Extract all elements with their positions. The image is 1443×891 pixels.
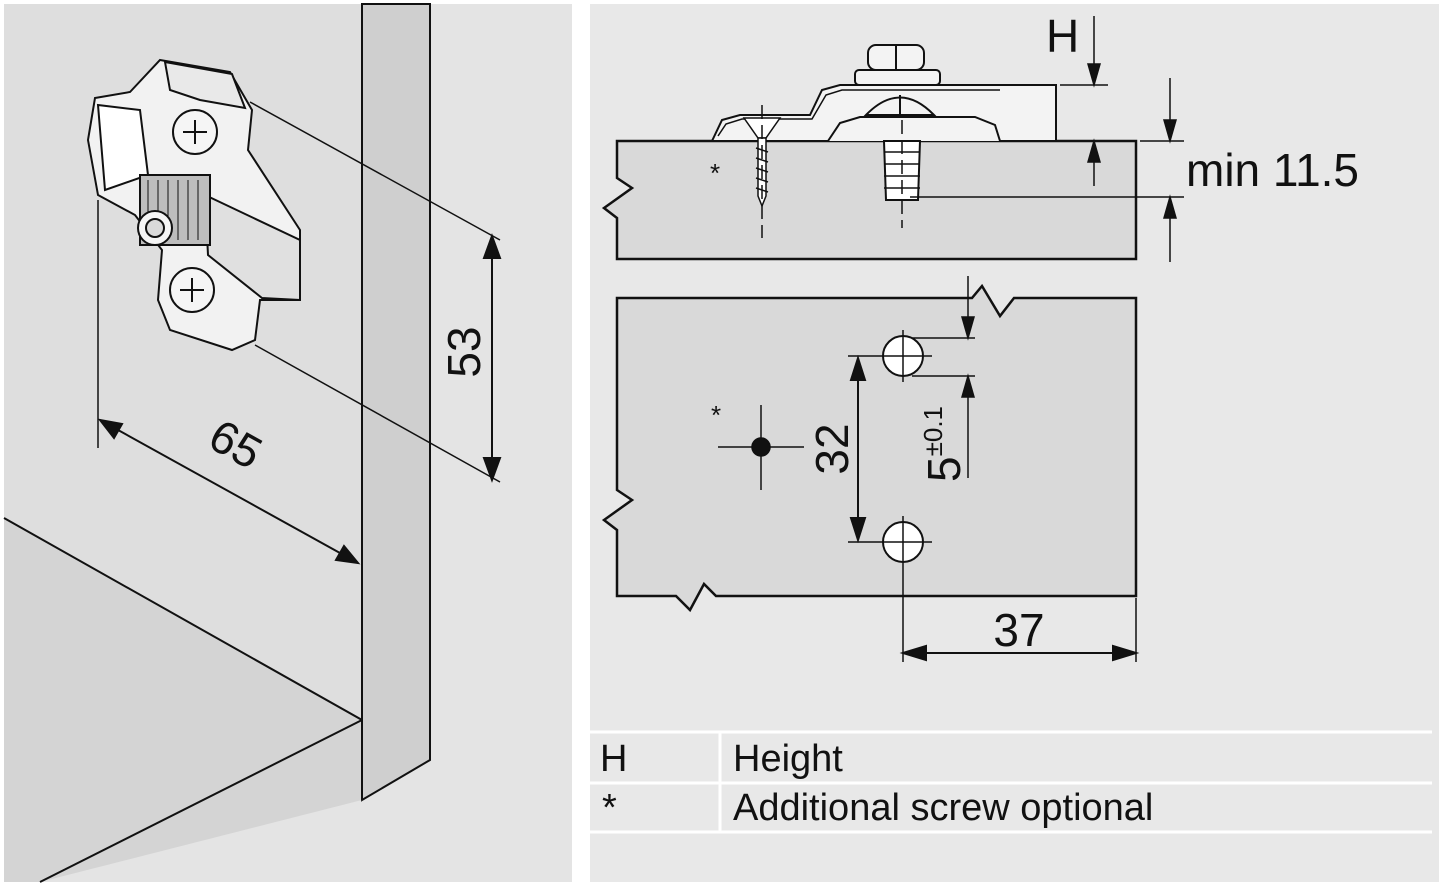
legend-row-2-description: Additional screw optional <box>733 787 1153 829</box>
legend-table: H Height * Additional screw optional <box>590 730 1432 882</box>
dim-37-arrow-left <box>899 644 927 662</box>
dimension-5 <box>912 276 975 478</box>
dim-37-arrow-right <box>1112 644 1140 662</box>
dim-65-arrow-left <box>97 418 124 440</box>
cabinet-side-wall <box>4 4 362 720</box>
dim-65-arrow-right <box>334 544 361 565</box>
dimension-53-label: 53 <box>438 326 490 377</box>
lower-screw-cross <box>180 278 204 302</box>
plate-lower-body <box>827 116 1001 142</box>
screw-point-dot <box>751 437 771 457</box>
legend-row-2-symbol: * <box>602 787 617 829</box>
dimension-5-value: 5 <box>918 456 970 482</box>
ext-line-plate-top <box>249 101 501 241</box>
dim-65-line <box>99 419 359 564</box>
dimension-H <box>1060 16 1108 186</box>
dim-min-arrow-down <box>1163 119 1177 144</box>
dim-32-arrow-top <box>849 354 867 381</box>
dimension-32-label: 32 <box>806 423 858 474</box>
drilling-plan-view: * 32 5±0.1 37 <box>601 276 1140 662</box>
screw-marker-bottom: * <box>711 400 721 430</box>
mounting-plate-3d <box>86 58 301 352</box>
board-plan <box>601 283 1138 613</box>
dimension-32 <box>849 354 867 544</box>
dim-5-arrow-up <box>961 373 975 398</box>
dim-53-arrow-bottom <box>482 457 502 483</box>
dim-53-arrow-top <box>482 233 502 259</box>
dimension-65 <box>97 418 361 565</box>
upper-screw-cross <box>183 120 207 144</box>
dim-min-arrow-up <box>1163 194 1177 219</box>
dim-5-arrow-down <box>961 316 975 341</box>
ext-line-plate-bottom <box>254 344 501 483</box>
dimension-5-tolerance: ±0.1 <box>918 406 948 456</box>
dimension-53 <box>482 233 502 483</box>
side-section-view: * H min 11.5 <box>601 10 1359 262</box>
legend-background <box>590 732 1432 882</box>
shelf-front-line <box>39 719 363 883</box>
legend-row-1-symbol: H <box>600 738 627 780</box>
board-section <box>601 139 1138 261</box>
plate-inner-edge <box>717 89 1000 137</box>
cam-screw-inner <box>145 218 165 238</box>
dim-32-arrow-bottom <box>849 517 867 544</box>
dimension-37 <box>899 598 1140 662</box>
adjust-screw-base <box>854 69 941 86</box>
cabinet-bottom-shelf <box>4 518 362 882</box>
additional-screw-point <box>718 405 804 490</box>
dimension-min-11-5-label: min 11.5 <box>1186 144 1359 196</box>
dimension-5-label: 5±0.1 <box>918 406 970 482</box>
left-isometric-view: 53 65 <box>3 3 572 883</box>
dimension-37-label: 37 <box>993 604 1044 656</box>
dim-H-arrow-down <box>1087 63 1101 88</box>
plate-screws <box>137 109 218 313</box>
screw-marker-top: * <box>710 158 720 188</box>
left-extension-lines <box>97 101 501 483</box>
dim-H-arrow-up <box>1087 138 1101 163</box>
legend-row-1-description: Height <box>733 738 843 780</box>
drill-holes <box>848 330 932 662</box>
dimension-H-label: H <box>1046 10 1079 62</box>
dimension-min-11-5 <box>910 78 1184 262</box>
cabinet-front-edge <box>361 3 431 802</box>
plate-upper-tab <box>163 60 247 110</box>
